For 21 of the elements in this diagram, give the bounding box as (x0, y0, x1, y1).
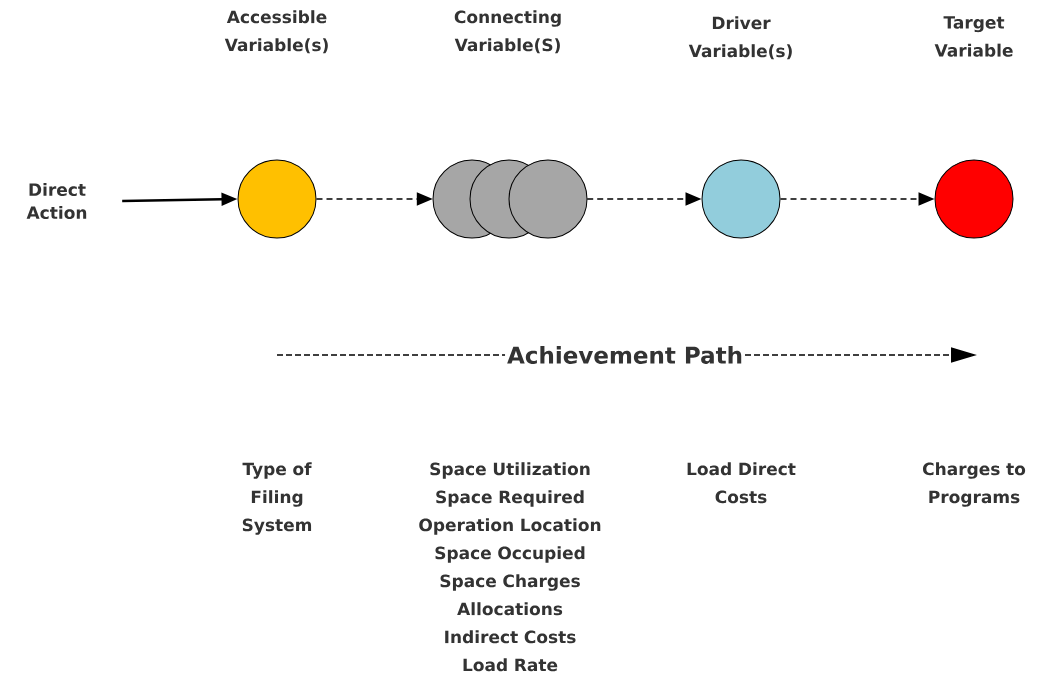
variable-heading: Target Variable (934, 16, 1013, 57)
example-text: Charges to Programs (923, 462, 1026, 507)
variable-heading: Accessible Variable(s) (224, 10, 328, 54)
variable-heading: Connecting Variable(S) (454, 10, 561, 54)
circle (934, 159, 1014, 239)
example-text: Space Occupied (435, 546, 585, 563)
example-text: Operation Location (419, 518, 601, 535)
example-text: Space Charges (440, 574, 580, 591)
example-text: Load Rate (463, 658, 558, 672)
example-text: Load Direct Costs (687, 462, 796, 504)
example-text: Type of Filing System (242, 462, 312, 535)
path-label: Achievement Path (505, 344, 745, 366)
circle (701, 159, 781, 239)
example-text: Allocations (457, 602, 563, 616)
variable-heading: Driver Variable(s) (688, 16, 792, 60)
overlapping-circles-drawing (432, 159, 588, 239)
action-label: Direct Action (26, 182, 87, 220)
circle (237, 159, 317, 239)
example-text: Space Required (436, 490, 584, 507)
example-text: Space Utilization (430, 462, 590, 479)
example-text: Indirect Costs (445, 630, 576, 644)
